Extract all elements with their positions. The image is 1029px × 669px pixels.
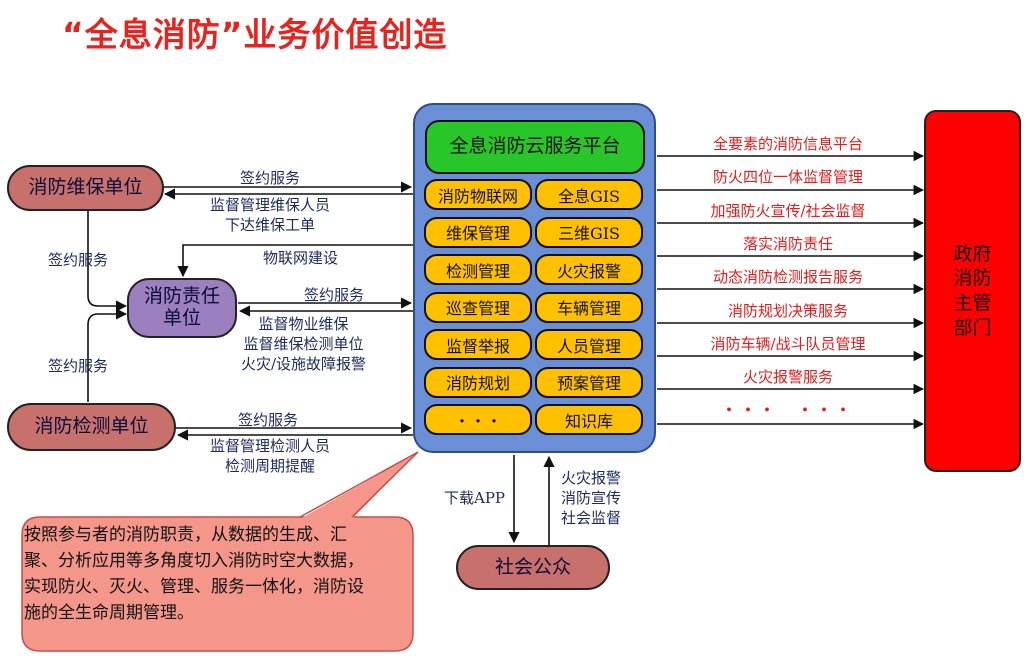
platform-module: 人员管理	[535, 329, 643, 360]
testing-to-responsibility-arrow	[87, 308, 128, 402]
gov-service-label: 加强防火宣传/社会监督	[710, 202, 866, 220]
testing-supervise-line1: 监督管理检测人员	[210, 437, 331, 455]
responsibility-unit-label: 消防责任单位	[143, 285, 220, 329]
maintenance-supervise-label: 监督管理维保人员 下达维保工单	[210, 195, 330, 235]
platform-module: 检测管理	[424, 254, 532, 285]
platform-module: 预案管理	[535, 366, 643, 398]
platform-header: 全息消防云服务平台	[425, 120, 645, 174]
responsibility-contract-label: 签约服务	[304, 286, 365, 304]
download-app-label: 下载APP	[444, 489, 506, 507]
platform-module: 车辆管理	[535, 291, 643, 323]
testing-contract-label: 签约服务	[238, 411, 299, 429]
callout-text: 按照参与者的消防职责，从数据的生成、汇聚、分析应用等多角度切入消防时空大数据，实…	[24, 525, 364, 623]
maintenance-supervise-line2: 下达维保工单	[225, 216, 316, 234]
platform-module: 消防规划	[424, 366, 532, 398]
testing-supervise-label: 监督管理检测人员 检测周期提醒	[210, 436, 330, 476]
gov-service-label: 动态消防检测报告服务	[712, 268, 864, 286]
node-government: 政府消防主管部门	[924, 110, 1021, 472]
page-title: “全息消防”业务价值创造	[62, 15, 448, 54]
platform-module: 三维GIS	[535, 216, 643, 248]
responsibility-supervise-line1: 监督物业维保	[258, 315, 349, 333]
platform-module: 全息GIS	[535, 179, 643, 210]
callout-tail-outline	[299, 451, 419, 518]
node-testing-unit: 消防检测单位	[7, 403, 176, 451]
government-label: 政府消防主管部门	[953, 242, 992, 339]
gov-service-label: 落实消防责任	[742, 235, 834, 253]
platform-module: 消防物联网	[424, 179, 532, 210]
iot-build-arrow	[177, 244, 413, 278]
responsibility-supervise-line2: 监督维保检测单位	[243, 335, 364, 353]
public-report-line1: 火灾报警	[561, 469, 622, 487]
public-report-label: 火灾报警 消防宣传 社会监督	[561, 468, 621, 528]
responsibility-supervise-label: 监督物业维保 监督维保检测单位 火灾/设施故障报警	[241, 314, 366, 374]
maintenance-supervise-line1: 监督管理维保人员	[210, 196, 331, 214]
gov-service-label: 防火四位一体监督管理	[712, 168, 864, 186]
platform-module: 知识库	[535, 404, 643, 435]
testing-supervise-line2: 检测周期提醒	[225, 457, 316, 475]
left-contract-label-upper: 签约服务	[48, 251, 109, 269]
iot-build-label: 物联网建设	[263, 249, 339, 267]
callout-bubble	[21, 516, 414, 652]
public-report-line3: 社会监督	[561, 509, 622, 527]
platform-module: 火灾报警	[535, 254, 643, 285]
maintenance-to-responsibility-arrow	[87, 211, 128, 312]
node-maintenance-unit: 消防维保单位	[7, 165, 164, 211]
platform-module: 监督举报	[424, 329, 532, 360]
gov-service-label: 消防规划决策服务	[727, 302, 849, 320]
gov-service-label: ・・・ ・・・	[721, 401, 855, 419]
node-responsibility-unit: 消防责任单位	[127, 278, 237, 338]
gov-service-label: 消防车辆/战斗队员管理	[710, 335, 866, 353]
gov-service-label: 全要素的消防信息平台	[712, 135, 864, 153]
left-contract-label-lower: 签约服务	[48, 357, 109, 375]
platform-module: ・・・	[424, 404, 532, 435]
maintenance-contract-label: 签约服务	[240, 169, 301, 187]
public-report-line2: 消防宣传	[561, 489, 622, 507]
node-public: 社会公众	[456, 545, 610, 590]
platform-module: 巡查管理	[424, 291, 532, 323]
gov-service-label: 火灾报警服务	[742, 368, 834, 386]
platform-module: 维保管理	[424, 216, 532, 248]
responsibility-supervise-line3: 火灾/设施故障报警	[241, 355, 367, 373]
